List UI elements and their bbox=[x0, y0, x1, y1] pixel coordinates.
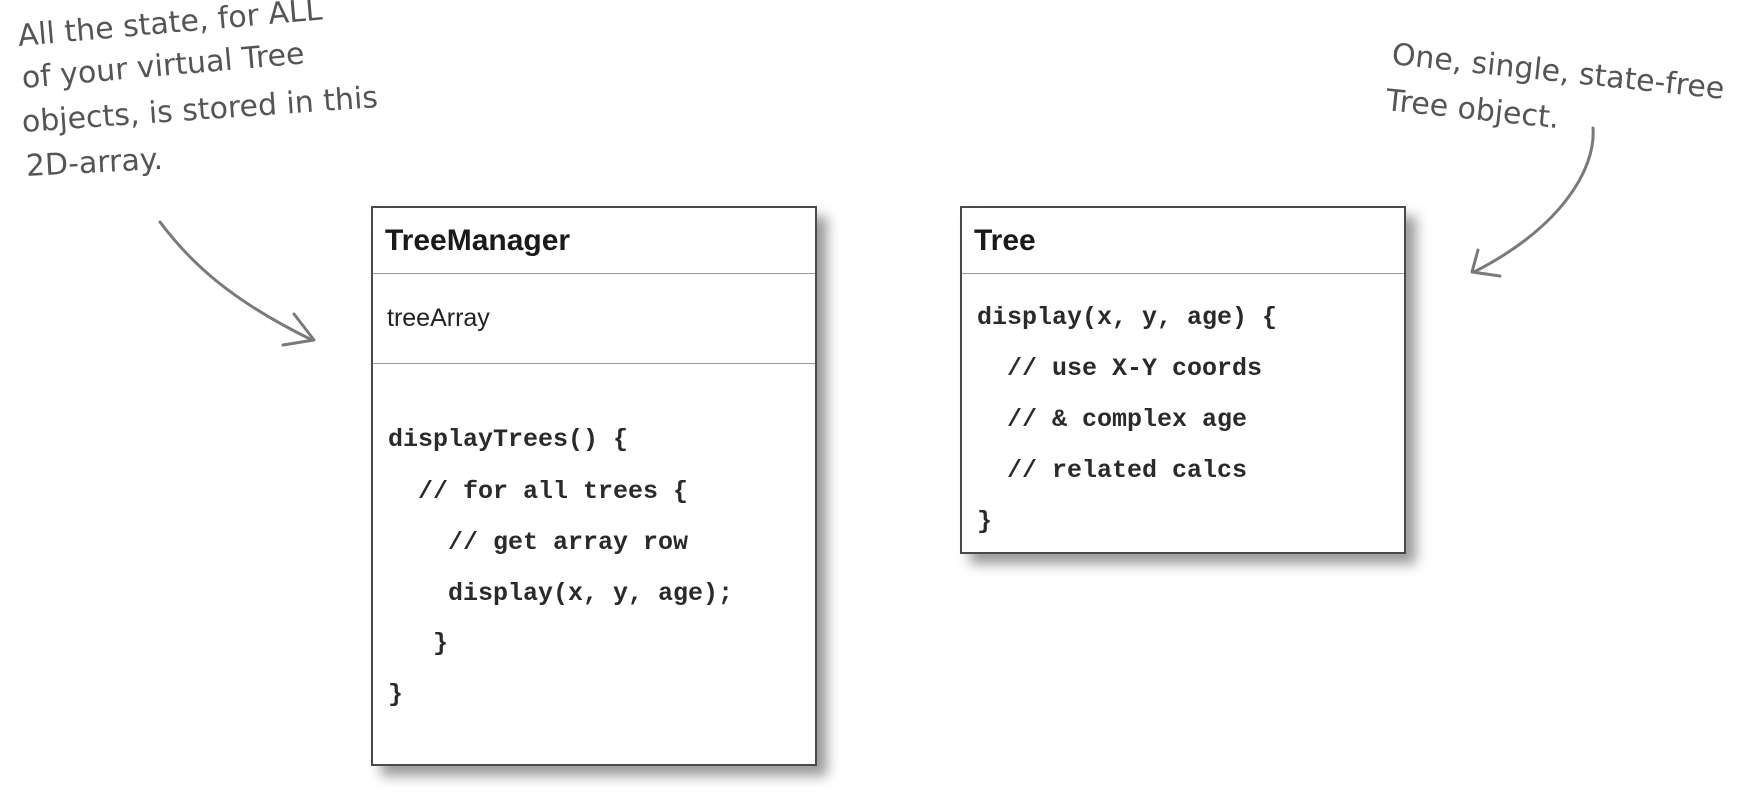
tree-code-line-2: // use X-Y coords bbox=[977, 354, 1263, 383]
treemanager-code-line-3: // get array row bbox=[388, 528, 689, 557]
tree-title: Tree bbox=[962, 208, 1404, 274]
arrow-left-head bbox=[281, 312, 316, 347]
treemanager-code-line-5: } bbox=[388, 629, 449, 658]
treemanager-methods: displayTrees() { // for all trees { // g… bbox=[373, 364, 815, 764]
arrow-right-shaft bbox=[1472, 126, 1595, 274]
treemanager-code-line-6: } bbox=[388, 680, 404, 709]
arrow-left-shaft bbox=[158, 220, 314, 342]
tree-methods: display(x, y, age) { // use X-Y coords /… bbox=[962, 274, 1404, 552]
treemanager-code-line-1: displayTrees() { bbox=[388, 425, 629, 454]
arrow-right-head bbox=[1470, 248, 1502, 278]
treemanager-class-box: TreeManager treeArray displayTrees() { /… bbox=[371, 206, 817, 766]
treemanager-code-line-4: display(x, y, age); bbox=[388, 579, 734, 608]
treemanager-code-line-2: // for all trees { bbox=[388, 477, 689, 506]
treemanager-title: TreeManager bbox=[373, 208, 815, 274]
tree-code-line-1: display(x, y, age) { bbox=[977, 303, 1278, 332]
tree-code-line-5: } bbox=[977, 507, 993, 536]
treemanager-attribute: treeArray bbox=[373, 274, 815, 364]
tree-code-line-4: // related calcs bbox=[977, 456, 1248, 485]
tree-code-line-3: // & complex age bbox=[977, 405, 1248, 434]
tree-class-box: Tree display(x, y, age) { // use X-Y coo… bbox=[960, 206, 1406, 554]
